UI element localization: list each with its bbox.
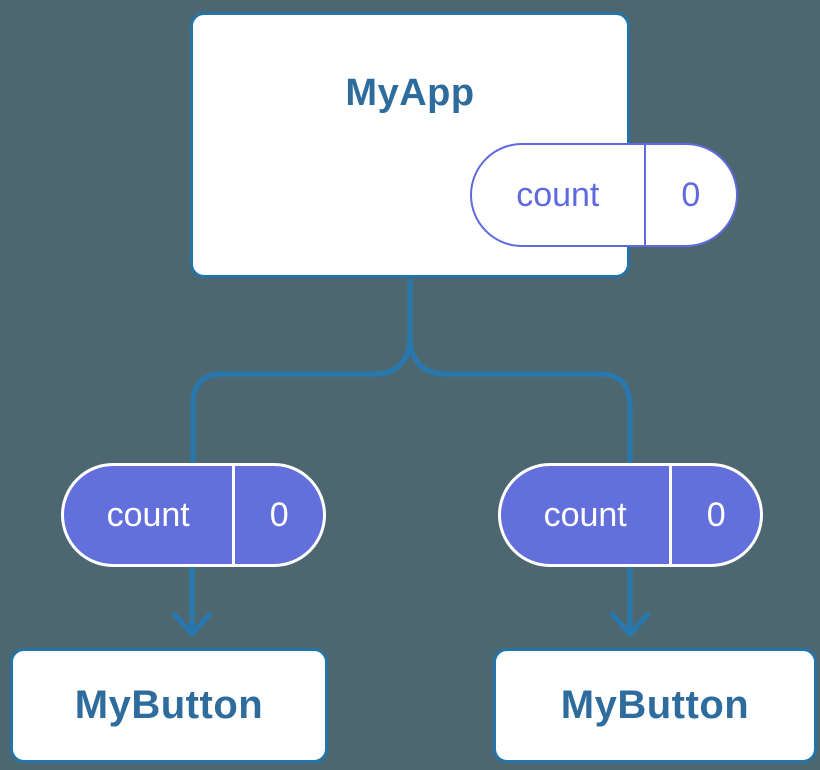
branch-line-right [407, 279, 633, 464]
state-pill-myapp: count 0 [470, 143, 738, 247]
node-mybutton-right: MyButton [493, 648, 817, 763]
prop-value: 0 [232, 466, 323, 564]
prop-name: count [543, 495, 627, 534]
branch-line-left [190, 279, 413, 464]
node-mybutton-left-label: MyButton [74, 683, 264, 727]
state-value: 0 [643, 145, 736, 245]
arrowhead-left-icon [171, 611, 213, 638]
node-myapp: MyApp count 0 [190, 12, 738, 278]
state-name: count [516, 175, 600, 214]
node-myapp-label: MyApp [345, 72, 475, 114]
node-mybutton-left: MyButton [10, 648, 328, 763]
prop-name: count [106, 495, 190, 534]
prop-pill-right: count 0 [498, 463, 763, 567]
node-mybutton-right-label: MyButton [560, 683, 750, 727]
prop-value: 0 [669, 466, 760, 564]
prop-pill-left: count 0 [61, 463, 326, 567]
arrowhead-right-icon [609, 611, 651, 638]
